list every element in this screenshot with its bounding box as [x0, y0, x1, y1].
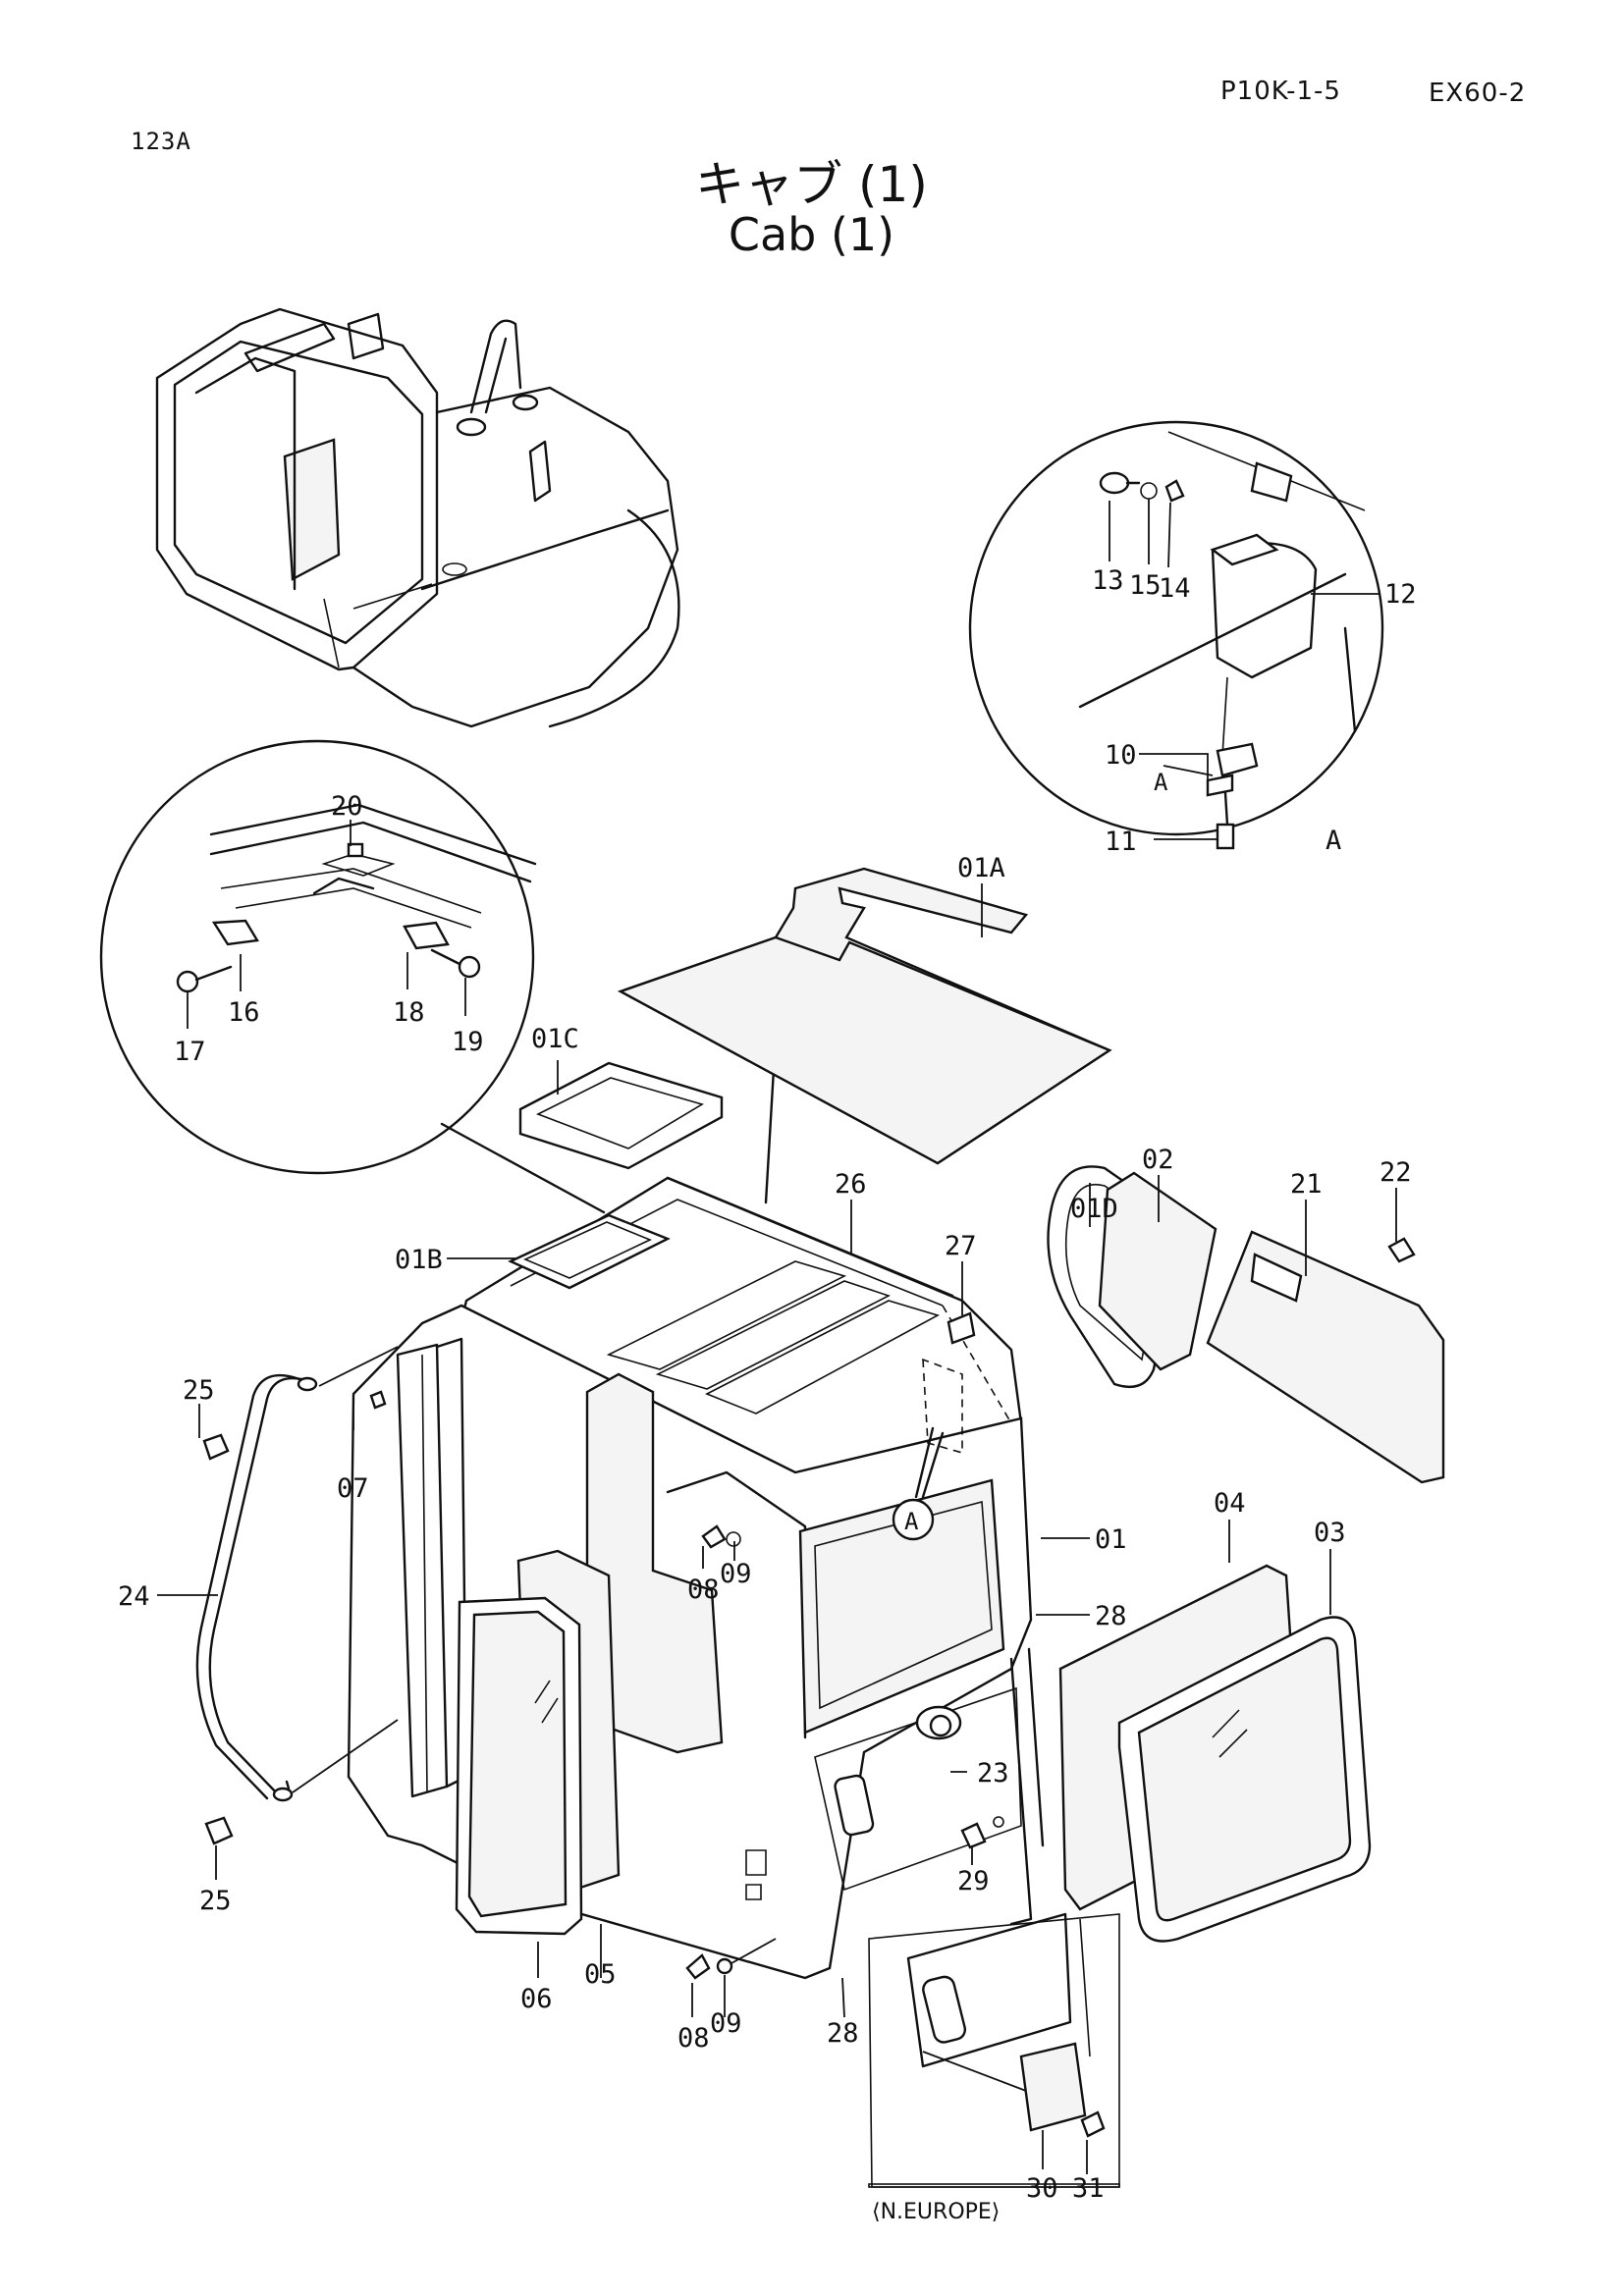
callout-23: 23	[977, 1758, 1009, 1789]
callout-labels: 20 16 17 18 19 13 15 14 12 10 11 01A 01C…	[118, 565, 1417, 2224]
callout-07: 07	[337, 1473, 369, 1504]
callout-22: 22	[1380, 1157, 1412, 1188]
callout-02: 02	[1142, 1145, 1174, 1175]
detail-circle-a	[968, 420, 1384, 850]
callout-10: 10	[1105, 740, 1137, 771]
model-code: EX60-2	[1429, 79, 1527, 108]
callout-01: 01	[1095, 1524, 1127, 1555]
callout-28-lower: 28	[827, 2018, 859, 2049]
connector-line-left	[440, 1122, 606, 1214]
detail-circle-hinge	[99, 739, 537, 1175]
part-22-bolt	[1387, 1237, 1416, 1263]
callout-13: 13	[1092, 565, 1124, 596]
detail-a-callout: A	[904, 1508, 919, 1535]
leader-lines	[157, 499, 1397, 2174]
callout-12: 12	[1384, 579, 1417, 610]
callout-01c: 01C	[531, 1024, 579, 1054]
callout-09-lower: 09	[710, 2008, 742, 2039]
part-01c-seal	[518, 1061, 724, 1170]
callout-29: 29	[957, 1866, 990, 1896]
callout-31: 31	[1072, 2173, 1105, 2204]
callout-21: 21	[1290, 1169, 1323, 1200]
callout-14: 14	[1159, 573, 1191, 604]
detail-a-arrow-tag: A	[1154, 769, 1168, 796]
part-01a-mat-body	[618, 935, 1112, 1165]
callout-17: 17	[174, 1037, 206, 1067]
callout-27: 27	[945, 1231, 977, 1261]
callout-05: 05	[584, 1959, 617, 1990]
callout-01b: 01B	[395, 1245, 443, 1275]
part-27-bracket	[947, 1311, 976, 1345]
part-21-panel	[1206, 1230, 1445, 1484]
callout-25-upper: 25	[183, 1375, 215, 1406]
callout-16: 16	[228, 997, 260, 1028]
callout-06: 06	[520, 1984, 553, 2014]
callout-11: 11	[1105, 827, 1137, 857]
callout-15: 15	[1129, 570, 1162, 601]
title-english: Cab (1)	[728, 208, 895, 261]
callout-30: 30	[1026, 2173, 1058, 2204]
callout-08-upper: 08	[687, 1575, 720, 1605]
inset-north-europe	[868, 1912, 1120, 2188]
part-02-glass	[1098, 1171, 1217, 1371]
callout-18: 18	[393, 997, 425, 1028]
callout-08-lower: 08	[677, 2023, 710, 2054]
overview-machine-sketch	[155, 307, 680, 728]
callout-09-upper: 09	[720, 1559, 752, 1589]
detail-a-caption: A	[1325, 826, 1341, 856]
callout-26: 26	[835, 1169, 867, 1200]
part-24-handrail	[208, 1376, 314, 1801]
callout-28-upper: 28	[1095, 1601, 1127, 1631]
part-26-edge	[666, 1176, 954, 1298]
callout-01a: 01A	[957, 853, 1005, 883]
figure-number: 123A	[131, 128, 191, 155]
title-japanese: キャブ (1)	[695, 156, 928, 213]
callout-03: 03	[1314, 1518, 1346, 1548]
callout-25-lower: 25	[199, 1886, 232, 1916]
callout-04: 04	[1214, 1488, 1246, 1519]
callout-01d: 01D	[1070, 1194, 1118, 1224]
inset-caption: ⟨N.EUROPE⟩	[872, 2200, 1000, 2224]
callout-24: 24	[118, 1581, 150, 1612]
page-code: P10K-1-5	[1220, 77, 1341, 106]
callout-20: 20	[331, 791, 363, 822]
callout-19: 19	[452, 1027, 484, 1057]
